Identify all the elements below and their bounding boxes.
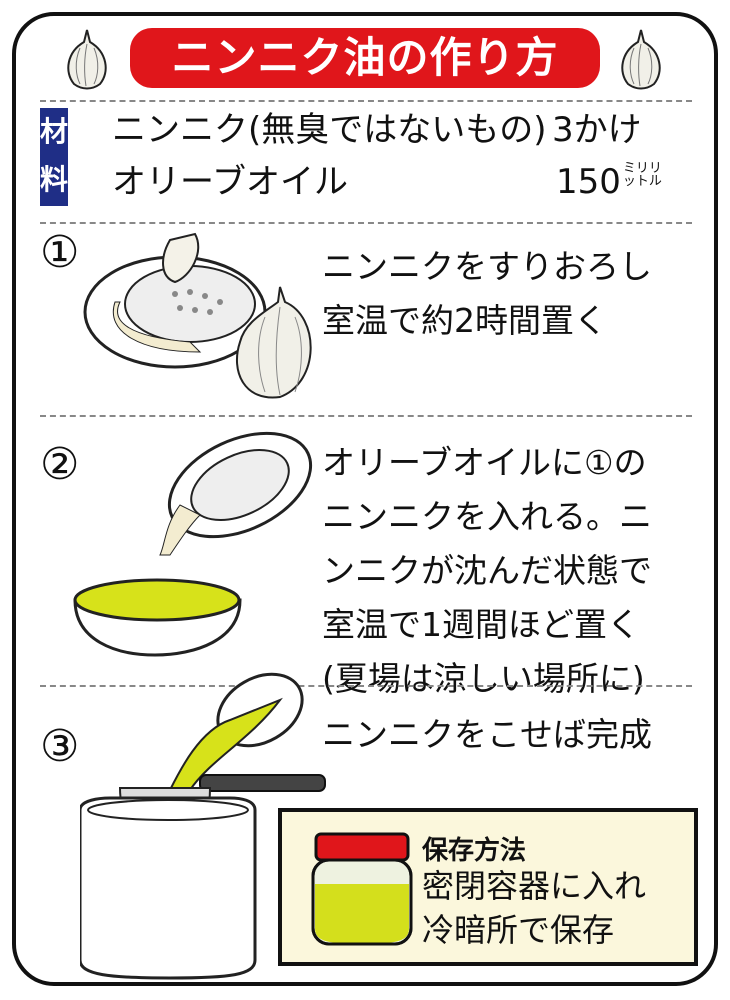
step-text: ニンニクをこせば完成 bbox=[322, 715, 652, 754]
garlic-icon-left bbox=[67, 29, 107, 90]
storage-box: 保存方法 密閉容器に入れ 冷暗所で保存 bbox=[278, 808, 698, 966]
grater-garlic-illustration bbox=[83, 232, 312, 399]
divider bbox=[40, 415, 692, 417]
ingredient-name: オリーブオイル bbox=[112, 162, 348, 202]
storage-text: 密閉容器に入れ 冷暗所で保存 bbox=[422, 867, 647, 949]
ingredient-name: ニンニク(無臭ではないもの) bbox=[112, 110, 547, 150]
divider bbox=[40, 685, 692, 687]
strainer-jar-illustration bbox=[80, 672, 326, 980]
step-text: ニンニクをすりおろし 室温で約2時間置く bbox=[322, 247, 652, 340]
ingredient-unit: ミリリットル bbox=[622, 161, 662, 189]
ingredient-amount: 150 bbox=[556, 162, 621, 202]
step-number: ③ bbox=[40, 721, 80, 772]
divider bbox=[40, 222, 692, 224]
step-text: オリーブオイルに①の ニンニクを入れる。ニ ンニクが沈んだ状態で 室温で1週間ほ… bbox=[322, 443, 652, 698]
jar-illustration bbox=[311, 832, 413, 946]
step-number: ② bbox=[40, 439, 80, 490]
divider bbox=[40, 100, 692, 102]
ingredient-amount: 3かけ bbox=[552, 110, 642, 150]
storage-heading: 保存方法 bbox=[422, 836, 527, 866]
grater-oil-bowl-illustration bbox=[73, 431, 313, 657]
garlic-icon-right bbox=[621, 29, 661, 90]
step-number: ① bbox=[40, 227, 80, 278]
page-title: ニンニク油の作り方 bbox=[130, 28, 600, 88]
ingredients-label: 材料 bbox=[40, 108, 68, 206]
